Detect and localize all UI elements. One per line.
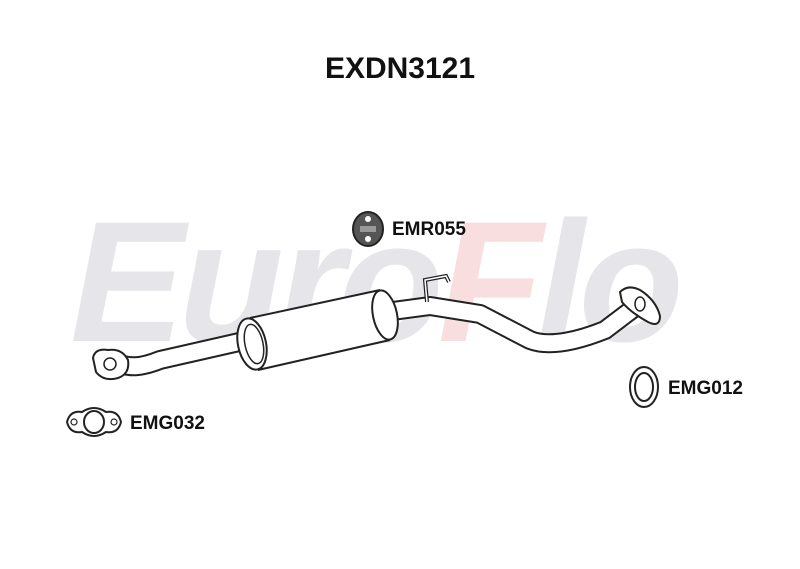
part-number-title: EXDN3121 <box>324 52 476 85</box>
part-label-emr055: EMR055 <box>392 219 466 240</box>
part-label-emg032: EMG032 <box>130 413 205 434</box>
front-flange <box>91 348 130 381</box>
part-label-emg012: EMG012 <box>668 378 743 399</box>
flange-gasket-icon <box>65 407 123 437</box>
rear-flange <box>618 286 662 325</box>
rubber-hanger-icon <box>352 211 384 247</box>
ring-gasket-icon <box>629 366 659 408</box>
muffler <box>236 289 399 371</box>
